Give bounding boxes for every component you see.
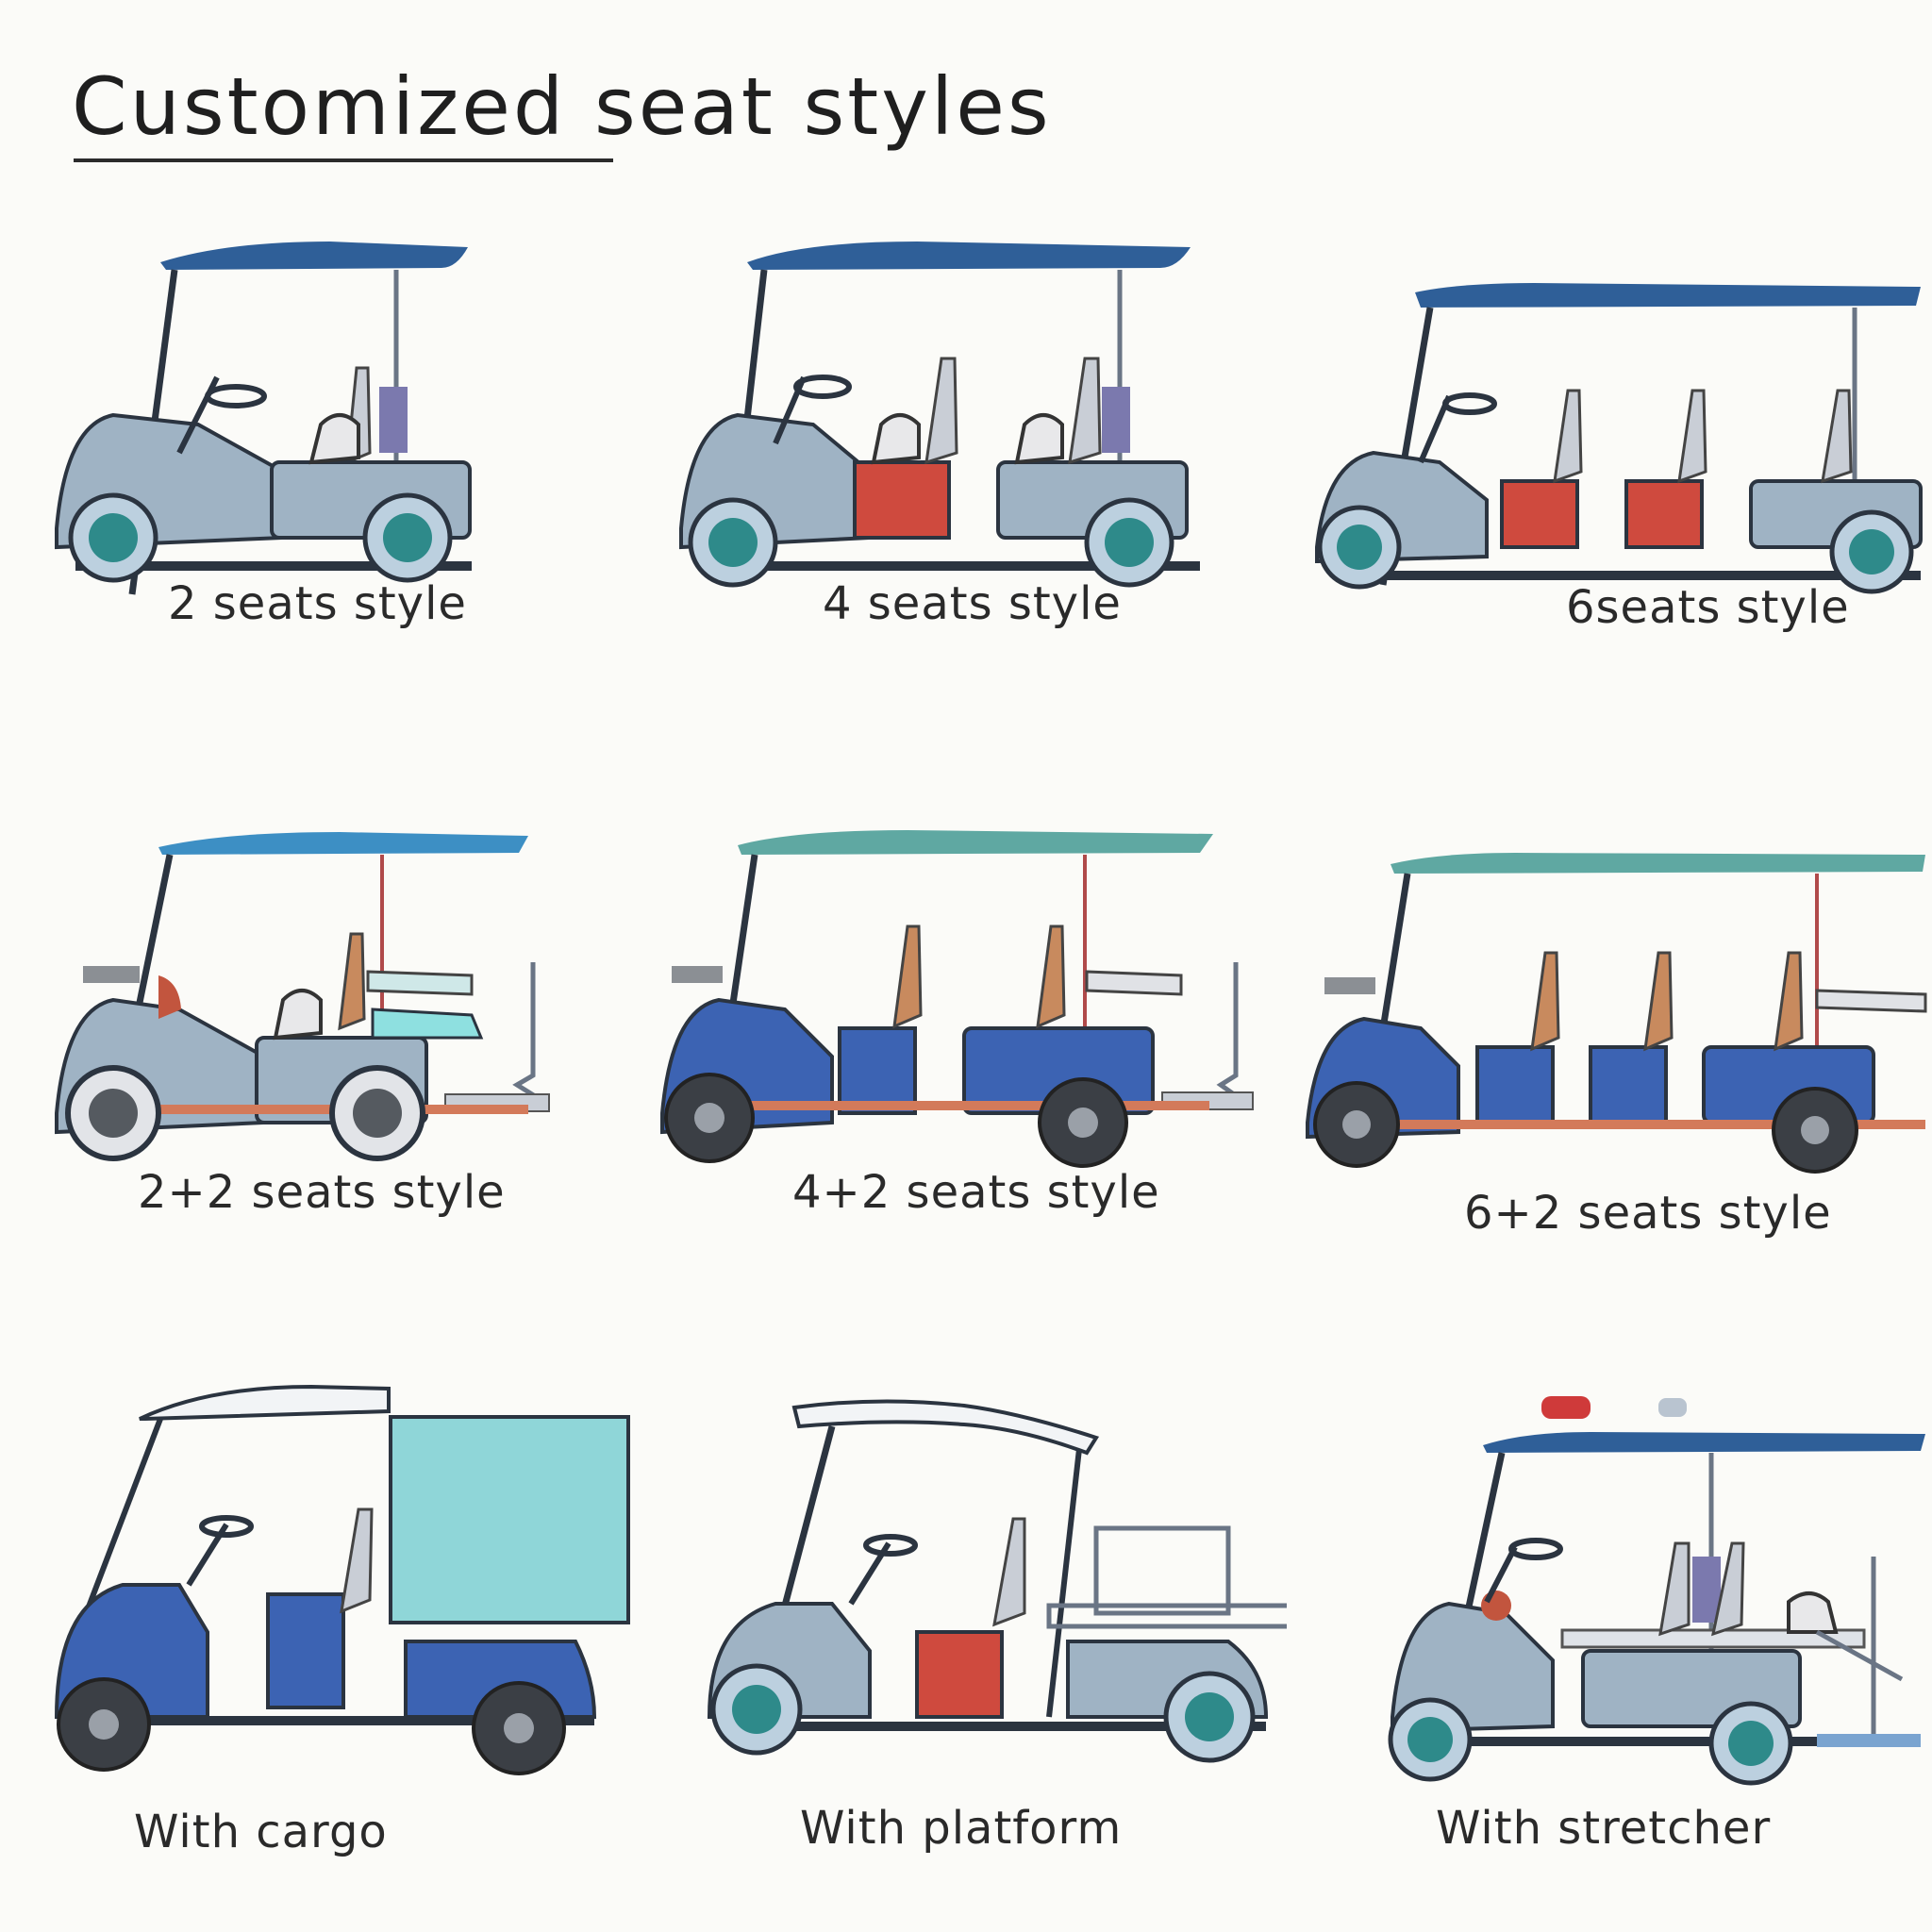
golf-cart-cargo-icon [54, 1384, 630, 1775]
golf-cart-6-seats-icon [1315, 283, 1923, 594]
golf-cart-4plus2-seats-icon [660, 830, 1254, 1168]
variant-label: 2 seats style [168, 577, 467, 630]
variant-card-cargo: With cargo [0, 1358, 643, 1915]
page-title: Customized seat styles [72, 60, 1052, 153]
variant-label: With platform [800, 1802, 1123, 1855]
variant-card-platform: With platform [643, 1358, 1287, 1915]
variant-card-2-seats: 2 seats style [0, 189, 643, 745]
variant-label: 4 seats style [823, 577, 1122, 630]
golf-cart-2-seats-icon [55, 242, 472, 595]
variant-card-stretcher: With stretcher [1289, 1358, 1932, 1915]
variant-label: 2+2 seats style [138, 1166, 506, 1219]
variant-label: With stretcher [1436, 1802, 1772, 1855]
variant-card-6plus2-seats: 6+2 seats style [1289, 774, 1932, 1330]
variant-label: With cargo [134, 1806, 388, 1858]
variant-label: 6seats style [1566, 581, 1850, 634]
golf-cart-platform-icon [707, 1399, 1287, 1763]
variant-card-2plus2-seats: 2+2 seats style [0, 774, 643, 1330]
variant-card-4-seats: 4 seats style [643, 189, 1287, 745]
variant-label: 6+2 seats style [1464, 1187, 1832, 1240]
variant-label: 4+2 seats style [792, 1166, 1160, 1219]
variant-card-6-seats: 6seats style [1289, 189, 1932, 745]
variant-card-4plus2-seats: 4+2 seats style [643, 774, 1287, 1330]
golf-cart-4-seats-icon [679, 242, 1200, 588]
golf-cart-6plus2-seats-icon [1306, 853, 1927, 1174]
golf-cart-2plus2-seats-icon [55, 832, 550, 1161]
golf-cart-stretcher-icon [1388, 1396, 1925, 1786]
title-underline [74, 158, 613, 162]
